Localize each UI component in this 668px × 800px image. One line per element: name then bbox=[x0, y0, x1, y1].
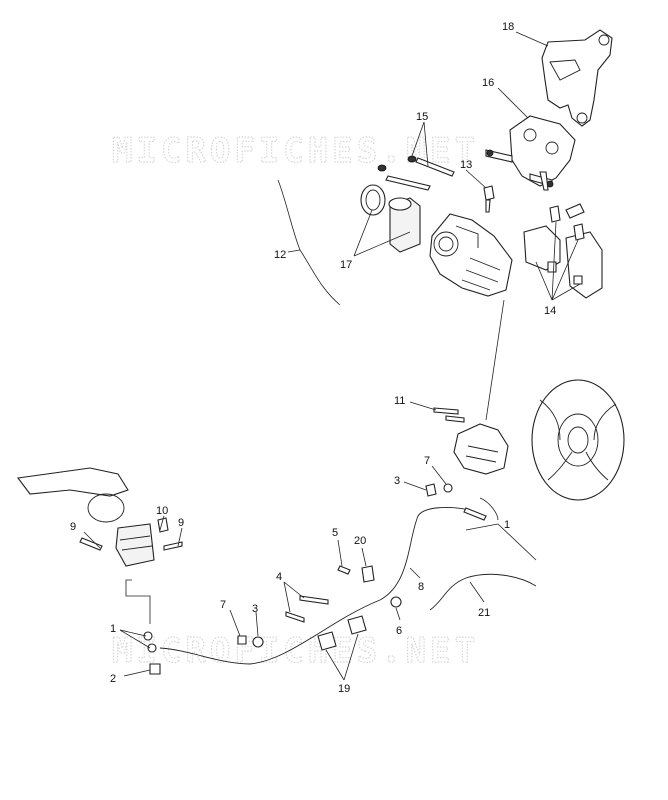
leader-caliper-link bbox=[485, 299, 505, 421]
callout-2: 2 bbox=[110, 673, 116, 685]
callout-9-left: 9 bbox=[70, 521, 76, 533]
callout-5: 5 bbox=[332, 527, 338, 539]
callout-21: 21 bbox=[478, 607, 490, 619]
watermark-top: MICROFICHES.NET bbox=[112, 131, 479, 171]
watermark-bottom: MICROFICHES.NET bbox=[112, 631, 479, 671]
callout-19: 19 bbox=[338, 683, 350, 695]
part-8-brake-hose[interactable] bbox=[159, 507, 471, 665]
part-17-seal-piston[interactable] bbox=[360, 184, 421, 253]
callout-20: 20 bbox=[354, 535, 366, 547]
brake-lever-assembly[interactable] bbox=[17, 467, 183, 567]
brace-12 bbox=[277, 179, 341, 306]
brake-disc[interactable] bbox=[531, 379, 625, 501]
callout-13: 13 bbox=[460, 159, 472, 171]
callout-3-lower: 3 bbox=[252, 603, 258, 615]
callout-12: 12 bbox=[274, 249, 286, 261]
leader-lines bbox=[83, 31, 581, 681]
callout-10: 10 bbox=[156, 505, 168, 517]
part-16-carrier[interactable] bbox=[485, 115, 576, 191]
callout-labels: 18 16 15 13 12 17 14 11 7 3 1 10 9 9 5 2… bbox=[70, 21, 556, 695]
callout-18: 18 bbox=[502, 21, 514, 33]
callout-3-upper: 3 bbox=[394, 475, 400, 487]
callout-14: 14 bbox=[544, 305, 556, 317]
callout-8: 8 bbox=[418, 581, 424, 593]
part-18-bracket[interactable] bbox=[541, 29, 613, 127]
callout-7-lower: 7 bbox=[220, 599, 226, 611]
callout-1-upper: 1 bbox=[504, 519, 510, 531]
part-21-sensor-cable[interactable] bbox=[429, 573, 537, 611]
small-fasteners[interactable] bbox=[143, 483, 487, 675]
callout-9-right: 9 bbox=[178, 517, 184, 529]
caliper-assembled[interactable] bbox=[433, 407, 509, 475]
callout-4: 4 bbox=[276, 571, 282, 583]
callout-7-upper: 7 bbox=[424, 455, 430, 467]
part-15-pins[interactable] bbox=[377, 155, 455, 191]
caliper-body-exploded[interactable] bbox=[429, 213, 513, 297]
callout-11: 11 bbox=[394, 395, 405, 407]
callout-6: 6 bbox=[396, 625, 402, 637]
callout-1-lower: 1 bbox=[110, 623, 116, 635]
part-14-pads[interactable] bbox=[523, 203, 603, 299]
leader-master-hose bbox=[125, 579, 151, 624]
part-13-bleeder[interactable] bbox=[483, 185, 495, 213]
callout-16: 16 bbox=[482, 77, 494, 89]
callout-17: 17 bbox=[340, 259, 352, 271]
callout-15: 15 bbox=[416, 111, 428, 123]
